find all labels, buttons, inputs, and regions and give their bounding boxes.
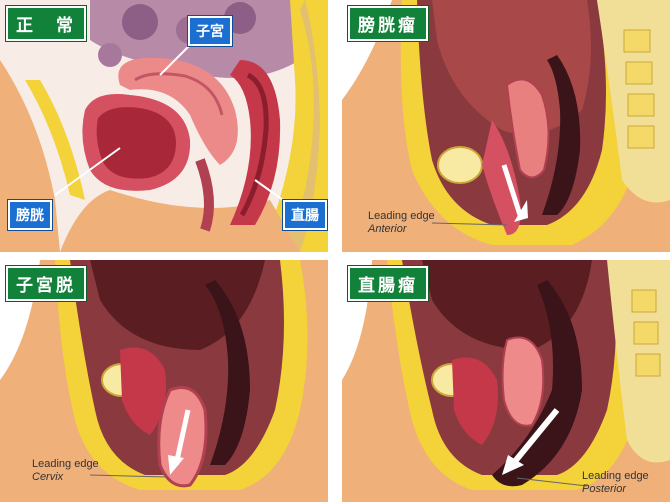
uterine-prolapse-caption: Leading edge Cervix <box>32 458 99 484</box>
rectum-label: 直腸 <box>283 200 327 230</box>
panel-cystocele: 膀胱瘤 Leading edge Anterior <box>342 0 670 252</box>
rectocele-caption-line1: Leading edge <box>582 470 649 483</box>
panel-normal: 正 常 子宮 膀胱 直腸 <box>0 0 328 252</box>
uterus-label: 子宮 <box>188 16 232 46</box>
cystocele-caption: Leading edge Anterior <box>368 210 435 236</box>
bladder-label: 膀胱 <box>8 200 52 230</box>
normal-title-tag: 正 常 <box>6 6 86 41</box>
cystocele-title-tag: 膀胱瘤 <box>348 6 428 41</box>
uterine-prolapse-title-tag: 子宮脱 <box>6 266 86 301</box>
rectocele-caption-line2: Posterior <box>582 483 649 496</box>
rectocele-title-tag: 直腸瘤 <box>348 266 428 301</box>
cystocele-caption-line1: Leading edge <box>368 210 435 223</box>
cystocele-caption-line2: Anterior <box>368 223 435 236</box>
rectocele-caption: Leading edge Posterior <box>582 470 649 496</box>
panel-rectocele: 直腸瘤 Leading edge Posterior <box>342 260 670 502</box>
uterine-prolapse-caption-line2: Cervix <box>32 471 99 484</box>
uterine-prolapse-caption-line1: Leading edge <box>32 458 99 471</box>
panel-uterine-prolapse: 子宮脱 Leading edge Cervix <box>0 260 328 502</box>
